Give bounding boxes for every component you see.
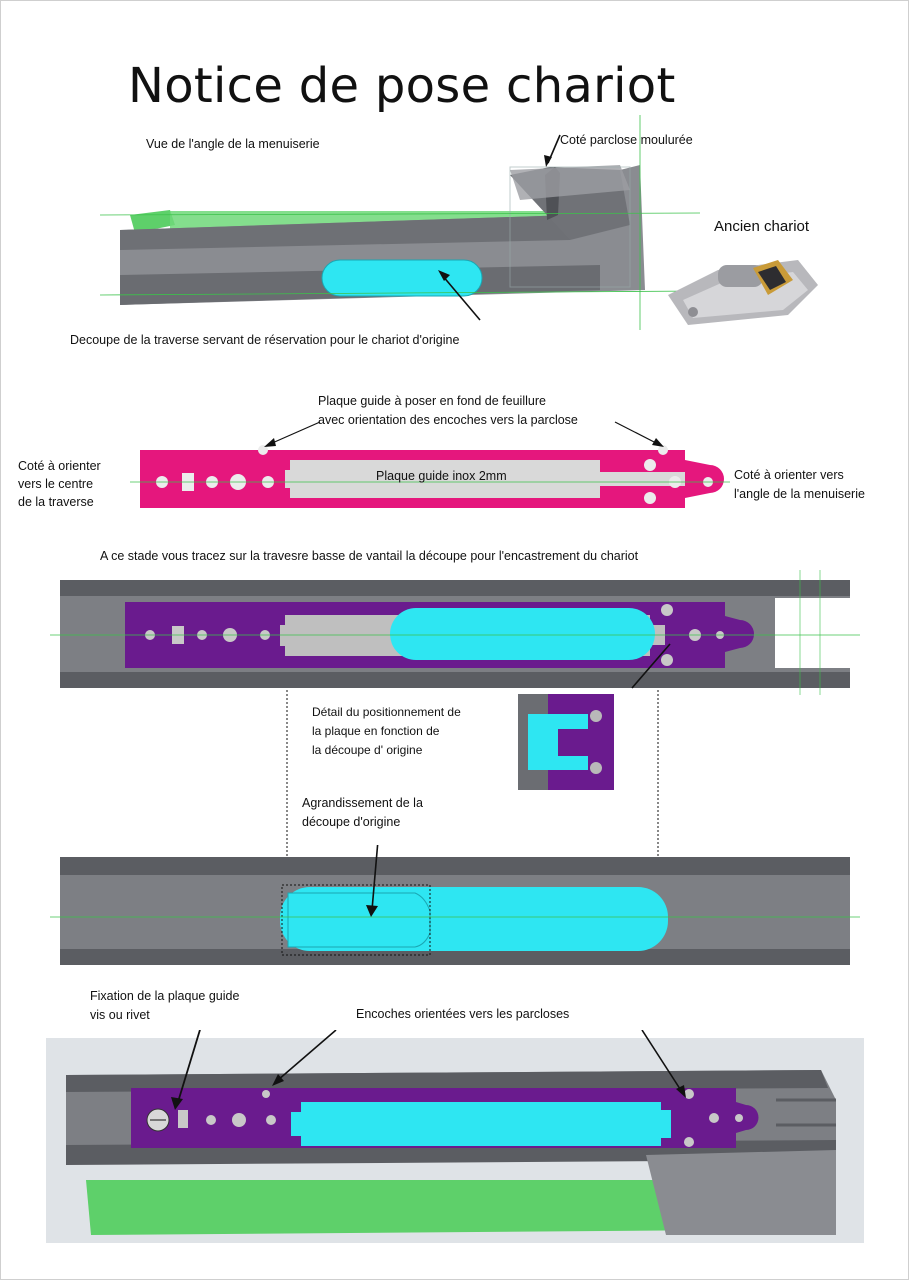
old-cart-label: Ancien chariot: [714, 218, 810, 235]
arrow-notch-right: [641, 1030, 683, 1093]
enlarge-line2: découpe d'origine: [302, 815, 401, 829]
arrow-notch-left: [277, 1030, 337, 1081]
final-cutout: [291, 1102, 671, 1146]
cutout-caption: Decoupe de la traverse servant de réserv…: [70, 333, 460, 347]
arrow-detail: [631, 643, 671, 689]
page-title: Notice de pose chariot: [128, 58, 676, 114]
plate-callout-line1: Plaque guide à poser en fond de feuillur…: [318, 394, 546, 408]
plate-callout-line2: avec orientation des encoches vers la pa…: [318, 413, 578, 427]
detail-line3: la découpe d' origine: [312, 743, 423, 757]
left-side-line1: Coté à orienter: [18, 459, 101, 473]
notches-label: Encoches orientées vers les parcloses: [356, 1007, 570, 1021]
right-side-line2: l'angle de la menuiserie: [734, 487, 865, 501]
enlarged-view-drawing: [50, 845, 860, 965]
tracing-instruction: A ce stade vous tracez sur la travesre b…: [100, 549, 639, 563]
left-side-line2: vers le centre: [18, 477, 94, 491]
old-cart-photo: [668, 260, 818, 325]
guide-plate-drawing: [130, 421, 730, 508]
fixing-view-drawing: [46, 1030, 864, 1243]
plate-label: Plaque guide inox 2mm: [376, 469, 507, 483]
seal-green: [86, 1180, 726, 1235]
view-angle-label: Vue de l'angle de la menuiserie: [146, 137, 320, 151]
arrow-screw: [177, 1030, 201, 1103]
enlarged-cutout: [390, 608, 655, 660]
arrow-enlarge: [371, 845, 379, 911]
molded-side-label: Coté parclose moulurée: [560, 133, 693, 147]
detail-inset: [518, 694, 614, 790]
fixing-line1: Fixation de la plaque guide: [90, 989, 240, 1003]
fixing-line2: vis ou rivet: [90, 1008, 150, 1022]
origin-cutout: [321, 259, 483, 297]
tracing-view-drawing: [50, 570, 860, 695]
detail-line1: Détail du positionnement de: [312, 705, 461, 719]
corner-view-drawing: [100, 115, 700, 330]
detail-line2: la plaque en fonction de: [312, 724, 440, 738]
left-side-line3: de la traverse: [18, 495, 94, 509]
right-side-line1: Coté à orienter vers: [734, 468, 844, 482]
arrow-cutout: [441, 274, 481, 321]
enlarge-line1: Agrandissement de la: [302, 796, 423, 810]
